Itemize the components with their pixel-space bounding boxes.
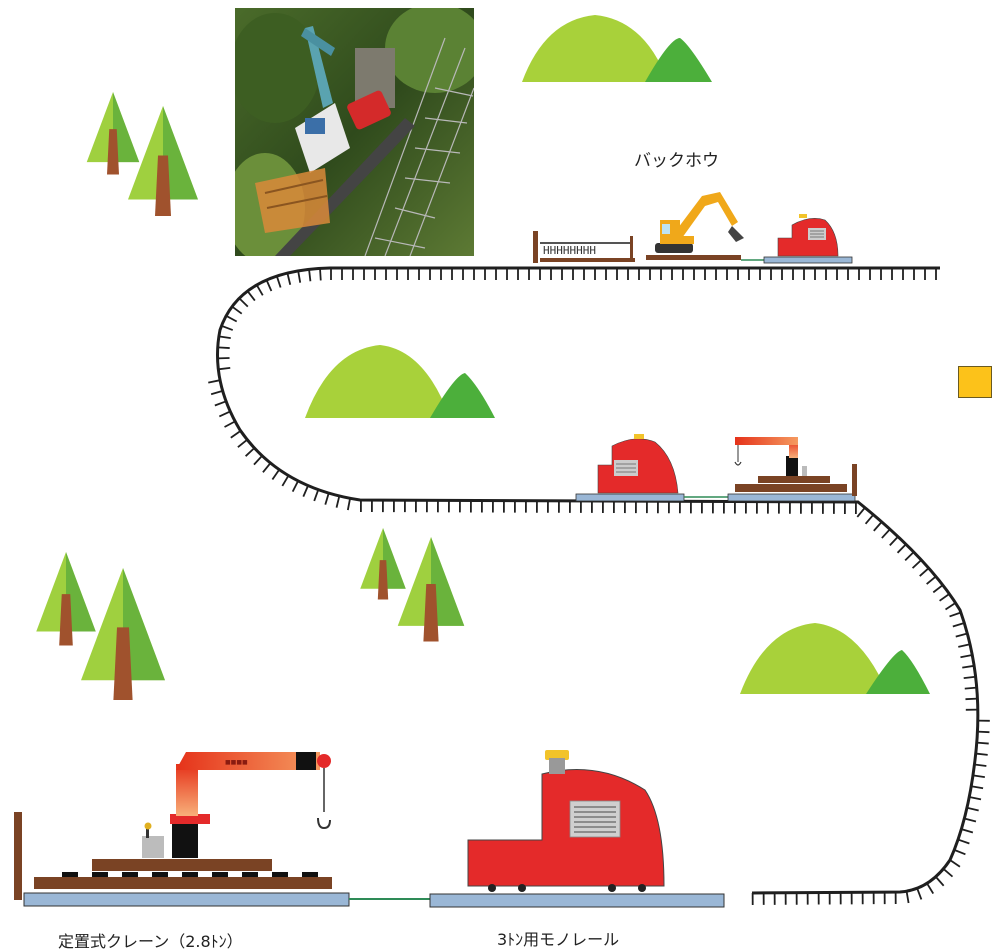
track-tie — [272, 470, 279, 480]
track-tie — [946, 603, 956, 610]
track-tie — [219, 336, 231, 338]
track-tie — [248, 291, 255, 301]
track-tie — [890, 537, 898, 546]
track-tie — [257, 285, 263, 295]
track-tie — [976, 754, 988, 755]
track-tie — [263, 463, 271, 472]
mountain-icon — [305, 345, 495, 418]
track-tie — [953, 623, 964, 627]
track-tie — [907, 891, 909, 903]
track-tie — [222, 326, 233, 330]
railing-marks: HHHHHHHH — [543, 244, 596, 257]
track-tie — [967, 808, 979, 811]
track-tie — [969, 797, 981, 799]
track-tie — [962, 666, 974, 668]
top-backhoe-train: HHHHHHHH — [533, 192, 852, 263]
backhoe-label: バックホウ — [634, 146, 719, 171]
track-tie — [293, 481, 298, 492]
track-tie — [964, 818, 976, 821]
track-tie — [325, 493, 328, 505]
track-tie — [211, 391, 223, 394]
track-tie — [277, 276, 281, 287]
track-tie — [965, 699, 977, 700]
track-tie — [977, 743, 989, 744]
track-tie — [927, 883, 933, 893]
end-stopper — [14, 812, 22, 900]
track-tie — [960, 655, 972, 657]
mountain-icon — [522, 15, 712, 82]
track-tie — [309, 269, 310, 281]
track-tie — [866, 515, 874, 524]
track-tie — [298, 271, 300, 283]
track-tie — [232, 307, 242, 314]
track-tie — [218, 368, 230, 369]
track-tie — [965, 688, 977, 689]
track-tie — [267, 280, 272, 291]
track-tie — [874, 522, 882, 531]
track-tie — [231, 431, 241, 438]
middle-monorail-unit — [576, 434, 684, 501]
track-tie — [287, 273, 290, 285]
track-tie — [225, 421, 236, 427]
tree-icon — [81, 568, 165, 700]
track-tie — [226, 316, 237, 322]
track-tie — [303, 486, 308, 497]
track-tie — [239, 298, 248, 306]
track-tie — [348, 498, 350, 510]
track-tie — [882, 529, 890, 538]
stationary-crane-label: 定置式クレーン（2.8ﾄﾝ） — [58, 928, 243, 952]
track-tie — [254, 456, 262, 465]
track-tie — [218, 347, 230, 348]
top-monorail-unit — [764, 214, 852, 263]
track-tie — [958, 840, 969, 844]
track-tie — [958, 644, 970, 647]
backhoe-machine — [646, 192, 744, 260]
track-tie — [973, 775, 985, 777]
track-tie — [219, 411, 230, 416]
track-tie — [238, 440, 247, 448]
yellow-marker — [958, 366, 992, 398]
mountain-icon — [740, 623, 930, 694]
track-tie — [920, 568, 929, 576]
middle-crane-train — [576, 434, 857, 501]
track-tie — [956, 634, 968, 637]
track-tie — [974, 764, 986, 765]
track-tie — [857, 508, 865, 517]
tree-icon — [398, 537, 465, 642]
track-tie — [964, 677, 976, 678]
track-tie — [933, 585, 942, 592]
tree-icon — [87, 92, 140, 175]
track-tie — [215, 401, 226, 405]
track-tie — [936, 877, 944, 886]
track-tie — [977, 732, 989, 733]
track-tie — [950, 860, 960, 867]
track-tie — [961, 829, 972, 832]
track-tie — [905, 552, 914, 560]
bottom-monorail-unit — [430, 750, 724, 907]
track-tie — [950, 613, 961, 617]
track-tie — [954, 850, 965, 854]
track-tie — [971, 786, 983, 788]
tree-icon — [360, 528, 406, 600]
track-tie — [898, 544, 906, 553]
track-tie — [282, 476, 288, 486]
tree-icon — [36, 552, 96, 646]
bottom-crane-unit: ■■■■ — [14, 752, 349, 906]
track-tie — [208, 380, 220, 382]
middle-crane-unit — [728, 437, 857, 501]
track-tie — [913, 560, 922, 568]
track-tie — [940, 594, 950, 601]
track-tie — [246, 448, 255, 456]
end-stopper — [533, 231, 538, 263]
track-tie — [337, 496, 340, 508]
track-tie — [927, 576, 936, 584]
track-tie — [943, 869, 952, 877]
monorail-3t-label: 3ﾄﾝ用モノレール — [497, 926, 619, 950]
crane-arm-marking: ■■■■ — [225, 759, 248, 766]
track-tie — [320, 268, 321, 280]
track-tie — [917, 888, 921, 899]
track-tie — [314, 490, 318, 501]
